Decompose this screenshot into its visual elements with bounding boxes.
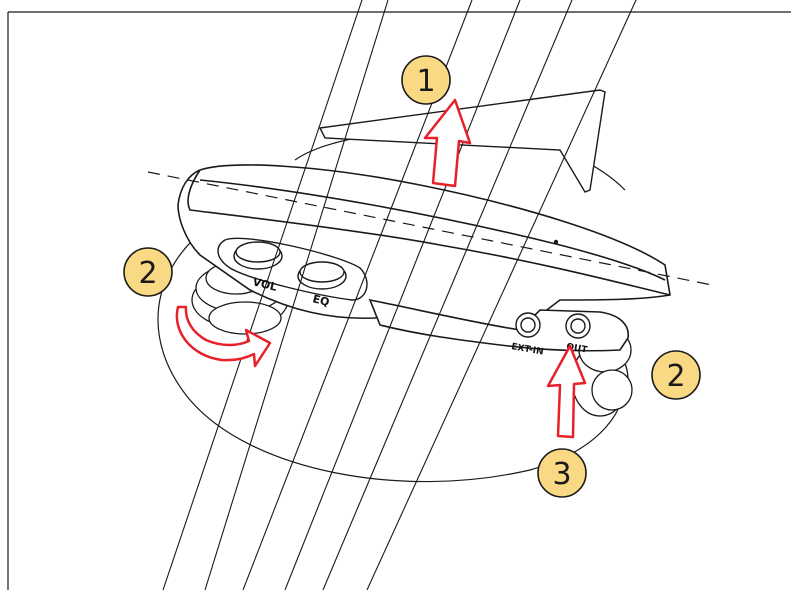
jack-ports — [515, 312, 591, 339]
pickup-body — [177, 164, 671, 352]
right-knob — [571, 327, 633, 417]
callout-3: 3 — [537, 448, 587, 498]
callout-2-left-number: 2 — [138, 256, 157, 291]
callout-3-number: 3 — [552, 457, 571, 492]
eq-label: EQ — [311, 292, 331, 309]
lift-arrow — [423, 98, 472, 188]
callout-2-left: 2 — [123, 247, 173, 297]
callout-2-right: 2 — [651, 350, 701, 400]
frame-border — [7, 11, 791, 590]
callout-1-number: 1 — [416, 64, 435, 99]
callout-1: 1 — [401, 55, 451, 105]
vol-eq-panel — [217, 237, 368, 301]
vol-label: VOL — [251, 275, 278, 294]
insert-arrow — [546, 344, 587, 439]
rotate-arrow — [175, 305, 272, 368]
callout-2-right-number: 2 — [666, 359, 685, 394]
alignment-dashed-line — [147, 171, 713, 286]
